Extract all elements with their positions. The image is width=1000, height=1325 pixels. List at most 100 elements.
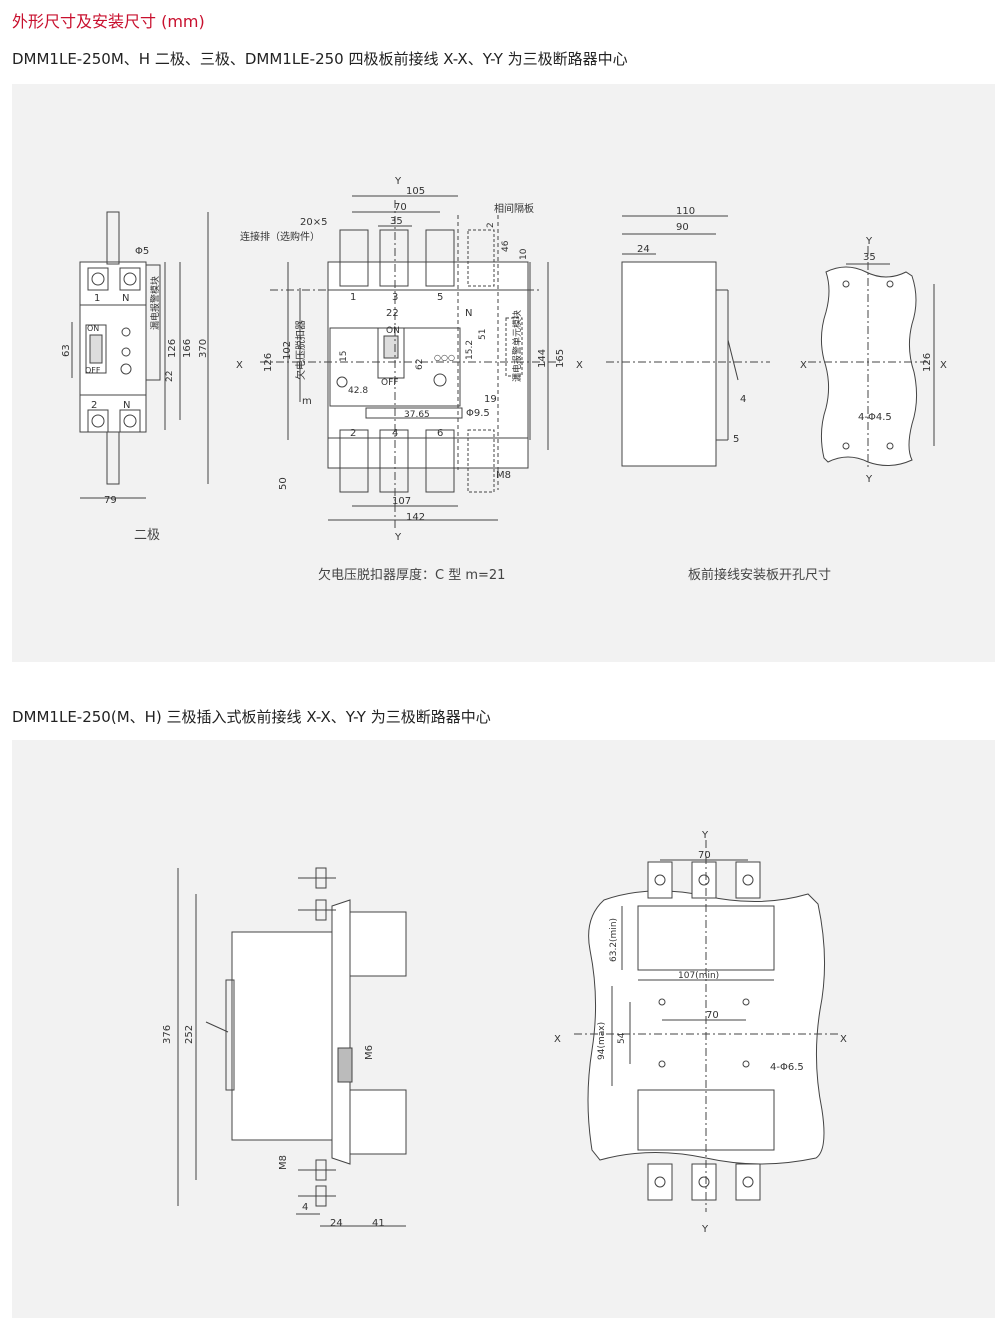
front-connector: 连接排（选购件） [240, 230, 320, 243]
front-d51: 51 [478, 329, 488, 340]
front-t1: 1 [350, 292, 356, 303]
cutout2-holes: 4-Φ6.5 [770, 1062, 804, 1073]
front-d144: 144 [537, 349, 548, 368]
front-d142: 142 [406, 512, 425, 523]
front-on: ON [386, 326, 400, 336]
cutout1-y-bot: Y [865, 474, 873, 485]
section2-subtitle: DMM1LE-250(M、H) 三极插入式板前接线 X-X、Y-Y 为三极断路器… [12, 708, 491, 726]
cutout2-d94: 94(max) [597, 1022, 607, 1060]
cutout2-d70-mid: 70 [706, 1010, 719, 1021]
two-pole-d63: 63 [61, 344, 72, 357]
side2-drawing [177, 867, 407, 1227]
side-d24: 24 [637, 244, 650, 255]
caption-cutout: 板前接线安装板开孔尺寸 [688, 568, 832, 583]
front-t5: 5 [437, 292, 443, 303]
front-t3: 3 [392, 292, 398, 303]
front-y-top: Y [394, 176, 402, 187]
side2-m8: M8 [278, 1155, 289, 1170]
front-m: m [302, 396, 312, 407]
side-d90: 90 [676, 222, 689, 233]
front-t2: 2 [350, 428, 356, 439]
front-d2: 2 [486, 222, 496, 228]
front-off: OFF [381, 378, 398, 388]
side2-d4: 4 [302, 1202, 308, 1213]
front-d42-8: 42.8 [348, 386, 368, 396]
front-d10: 10 [519, 248, 529, 260]
cutout1-y-top: Y [865, 236, 873, 247]
two-pole-t1: 1 [94, 293, 100, 304]
two-pole-tn2: N [123, 400, 130, 411]
front-circles: ○○○ [434, 353, 455, 362]
front-t4: 4 [392, 428, 398, 439]
side-d5: 5 [733, 434, 739, 445]
cutout2-d63-2: 63.2(min) [609, 918, 619, 962]
front-x-right: X [576, 360, 583, 371]
two-pole-t2: 2 [91, 400, 97, 411]
cutout2-d70-top: 70 [698, 850, 711, 861]
side2-d376: 376 [162, 1025, 173, 1044]
front-t6: 6 [437, 428, 443, 439]
caption-two-pole: 二极 [134, 528, 161, 543]
front-d70: 70 [394, 202, 407, 213]
two-pole-drawing [71, 211, 209, 499]
section2-panel [12, 740, 995, 1318]
cutout2-d54: 54 [617, 1032, 627, 1044]
cutout1-d35: 35 [863, 252, 876, 263]
front-d37-65: 37.65 [404, 410, 430, 420]
two-pole-tn: N [122, 293, 129, 304]
two-pole-off: OFF [85, 366, 101, 375]
side2-m6: M6 [364, 1045, 375, 1060]
side-d4: 4 [740, 394, 746, 405]
front-d15: 15 [339, 351, 349, 362]
front-x-left: X [236, 360, 243, 371]
page-title: 外形尺寸及安装尺寸 (mm) [12, 12, 205, 31]
front-uv-release: 欠电压脱扣器 [294, 320, 307, 380]
side-drawing [606, 215, 770, 467]
two-pole-leak: 漏电报警模块 [149, 276, 161, 330]
cutout2-y-top: Y [701, 830, 709, 841]
cutout2-x-right: X [840, 1034, 847, 1045]
front-phi95: Φ9.5 [466, 408, 490, 419]
front-d19: 19 [484, 394, 497, 405]
front-d50: 50 [278, 477, 289, 490]
front-d15-2: 15.2 [465, 340, 475, 360]
two-pole-on: ON [87, 324, 99, 333]
cutout1-drawing [808, 246, 935, 470]
front-d126: 126 [263, 353, 274, 372]
front-m8: M8 [496, 470, 511, 481]
front-d105: 105 [406, 186, 425, 197]
side2-d41: 41 [372, 1218, 385, 1229]
two-pole-d22: 22 [165, 371, 175, 382]
section1-subtitle: DMM1LE-250M、H 二极、三极、DMM1LE-250 四极板前接线 X-… [12, 50, 628, 68]
front-d20x5: 20×5 [300, 217, 327, 228]
two-pole-phi5: Φ5 [135, 246, 149, 257]
cutout2-d107: 107(min) [678, 971, 719, 981]
two-pole-d370: 370 [198, 339, 209, 358]
front-d102: 102 [282, 341, 293, 360]
cutout1-d126: 126 [922, 353, 933, 372]
caption-uv-release: 欠电压脱扣器厚度：C 型 m=21 [318, 568, 506, 583]
cutout1-x-right: X [940, 360, 947, 371]
front-d107: 107 [392, 496, 411, 507]
front-d35: 35 [390, 216, 403, 227]
front-d165: 165 [555, 349, 566, 368]
cutout2-x-left: X [554, 1034, 561, 1045]
front-d62: 62 [415, 359, 425, 370]
cutout1-x-left: X [800, 360, 807, 371]
two-pole-d79: 79 [104, 495, 117, 506]
side2-d252: 252 [184, 1025, 195, 1044]
two-pole-d126: 126 [167, 339, 178, 358]
cutout2-y-bot: Y [701, 1224, 709, 1235]
side2-d24: 24 [330, 1218, 343, 1229]
front-drawing [260, 195, 560, 528]
two-pole-d166: 166 [182, 339, 193, 358]
front-n: N [465, 308, 472, 319]
front-leak-module: 漏电报警单元模块 [511, 310, 523, 382]
side-d110: 110 [676, 206, 695, 217]
cutout2-drawing [574, 840, 838, 1212]
cutout1-holes: 4-Φ4.5 [858, 412, 892, 423]
front-phase-barrier: 相间隔板 [494, 202, 534, 215]
front-d22: 22 [386, 308, 399, 319]
front-y-bot: Y [394, 532, 402, 543]
